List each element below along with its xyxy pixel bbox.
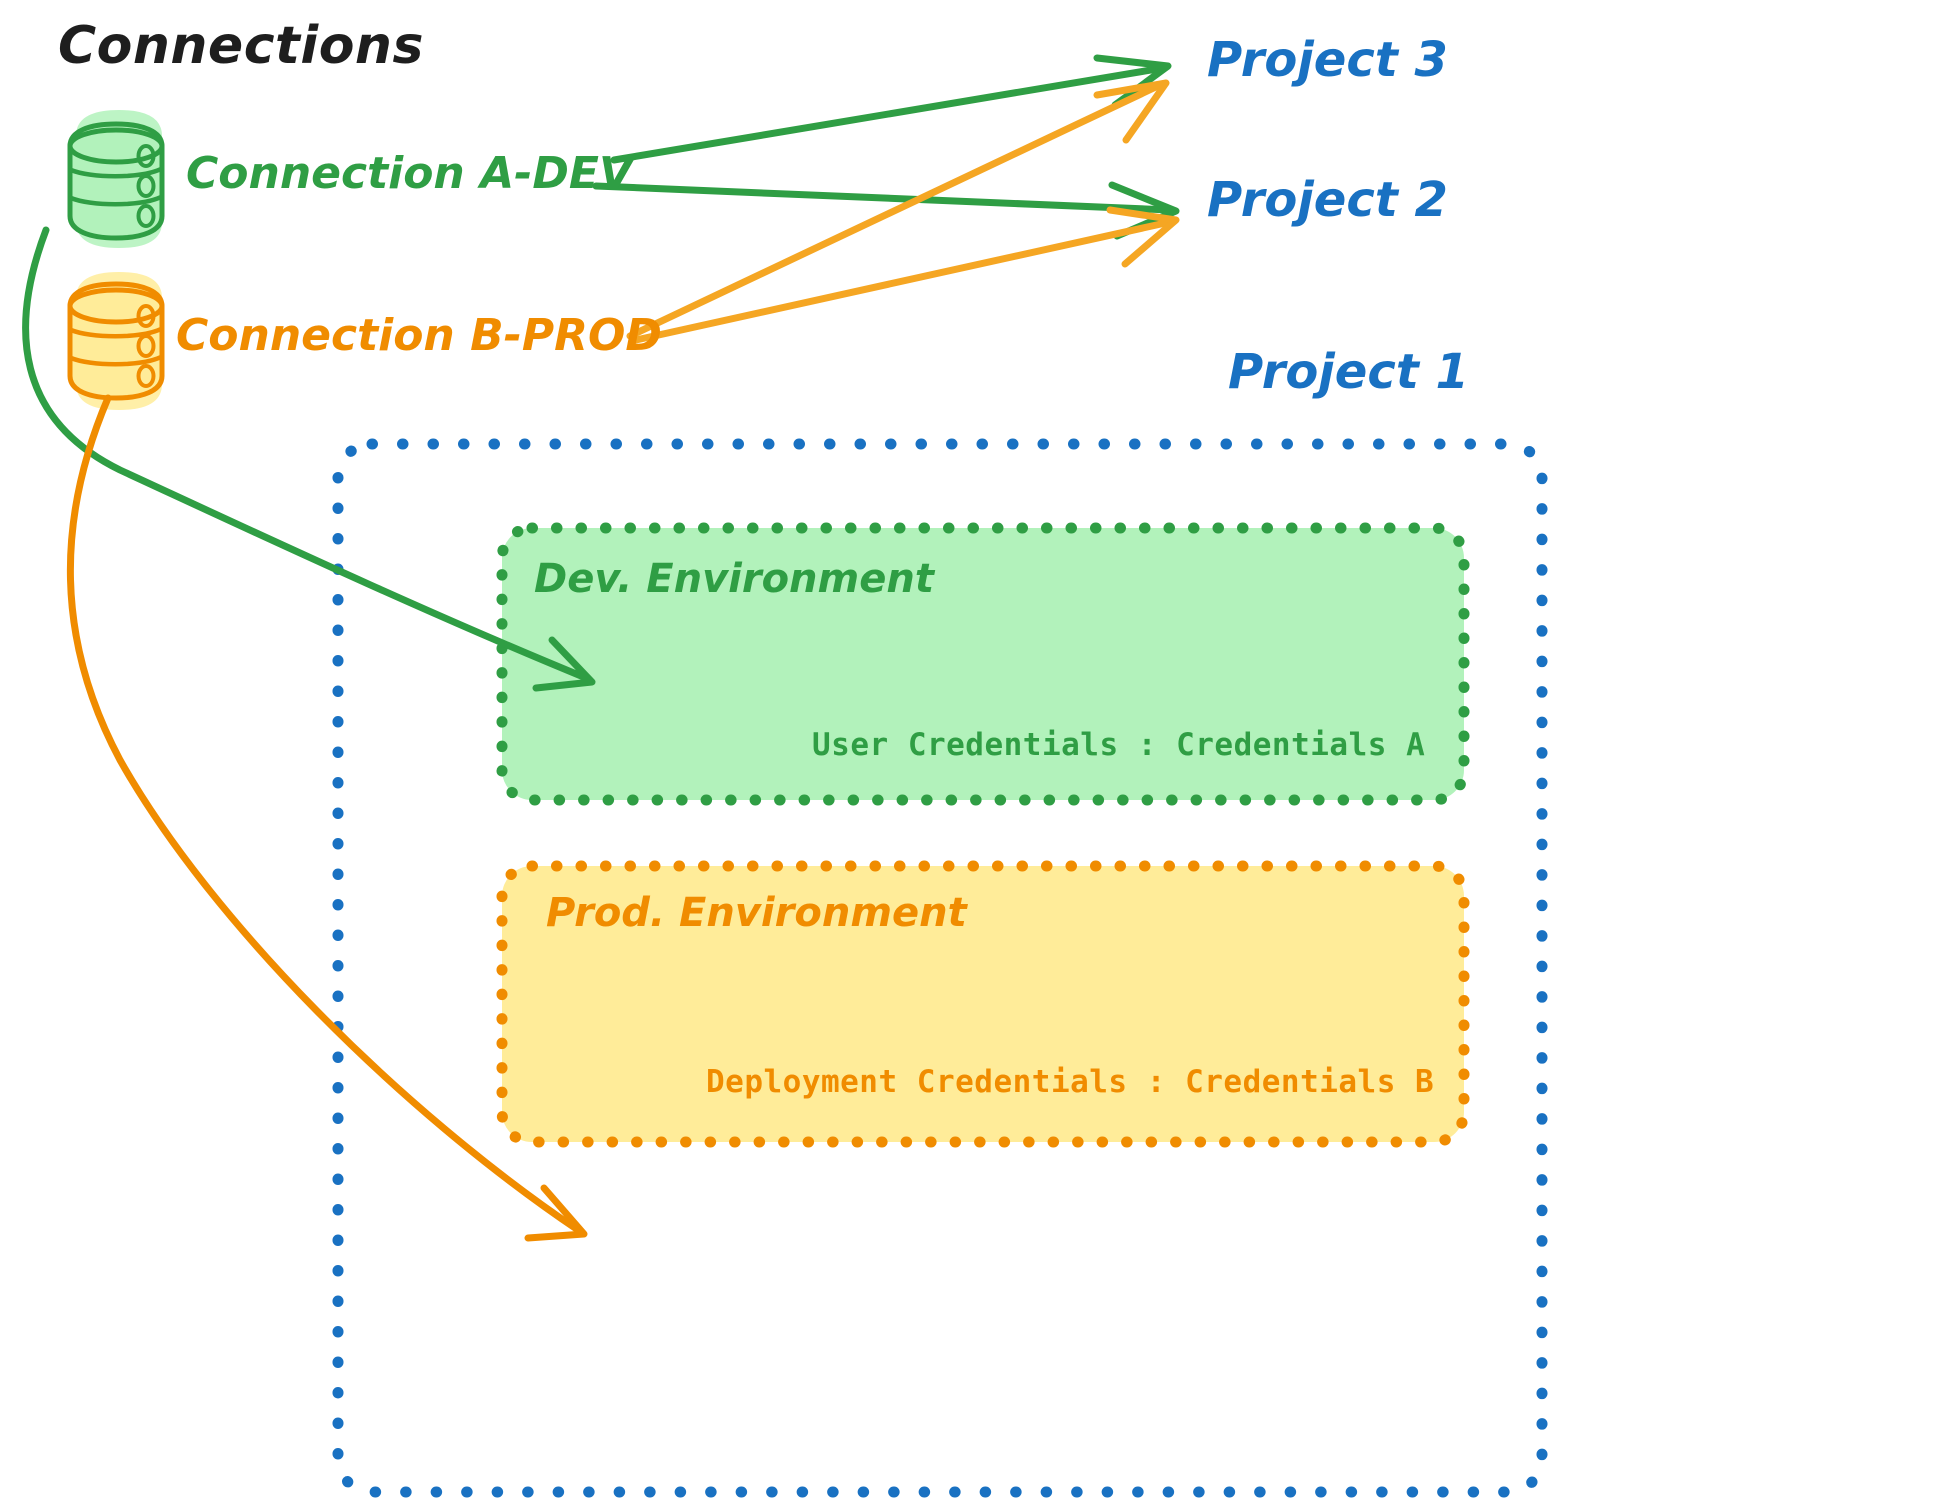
dev-environment-credentials: User Credentials : Credentials A (812, 727, 1426, 763)
project-1-label[interactable]: Project 1 (1228, 344, 1469, 400)
page-title: Connections (58, 16, 424, 76)
edge-a-dev-to-dev-environment (22, 226, 596, 692)
connection-a-dev-label[interactable]: Connection A-DEV (186, 148, 634, 199)
edge-b-prod-to-prod-environment (66, 394, 588, 1242)
project-1-container (332, 438, 1548, 1498)
dev-environment-box (496, 522, 1470, 806)
edge-b-prod-to-project-3 (626, 79, 1170, 340)
prod-environment-box (496, 860, 1470, 1148)
project-2-label[interactable]: Project 2 (1207, 172, 1448, 228)
edge-a-dev-to-project-3 (610, 54, 1172, 164)
database-cylinder-icon (67, 272, 165, 410)
connection-b-prod-label[interactable]: Connection B-PROD (176, 310, 662, 361)
prod-environment-credentials: Deployment Credentials : Credentials B (706, 1064, 1435, 1100)
database-cylinder-icon (67, 110, 165, 248)
dev-environment-title: Dev. Environment (534, 556, 934, 602)
prod-environment-title: Prod. Environment (546, 890, 967, 936)
edge-a-dev-to-project-2 (592, 181, 1180, 240)
edge-b-prod-to-project-2 (632, 206, 1180, 344)
project-3-label[interactable]: Project 3 (1207, 32, 1448, 88)
